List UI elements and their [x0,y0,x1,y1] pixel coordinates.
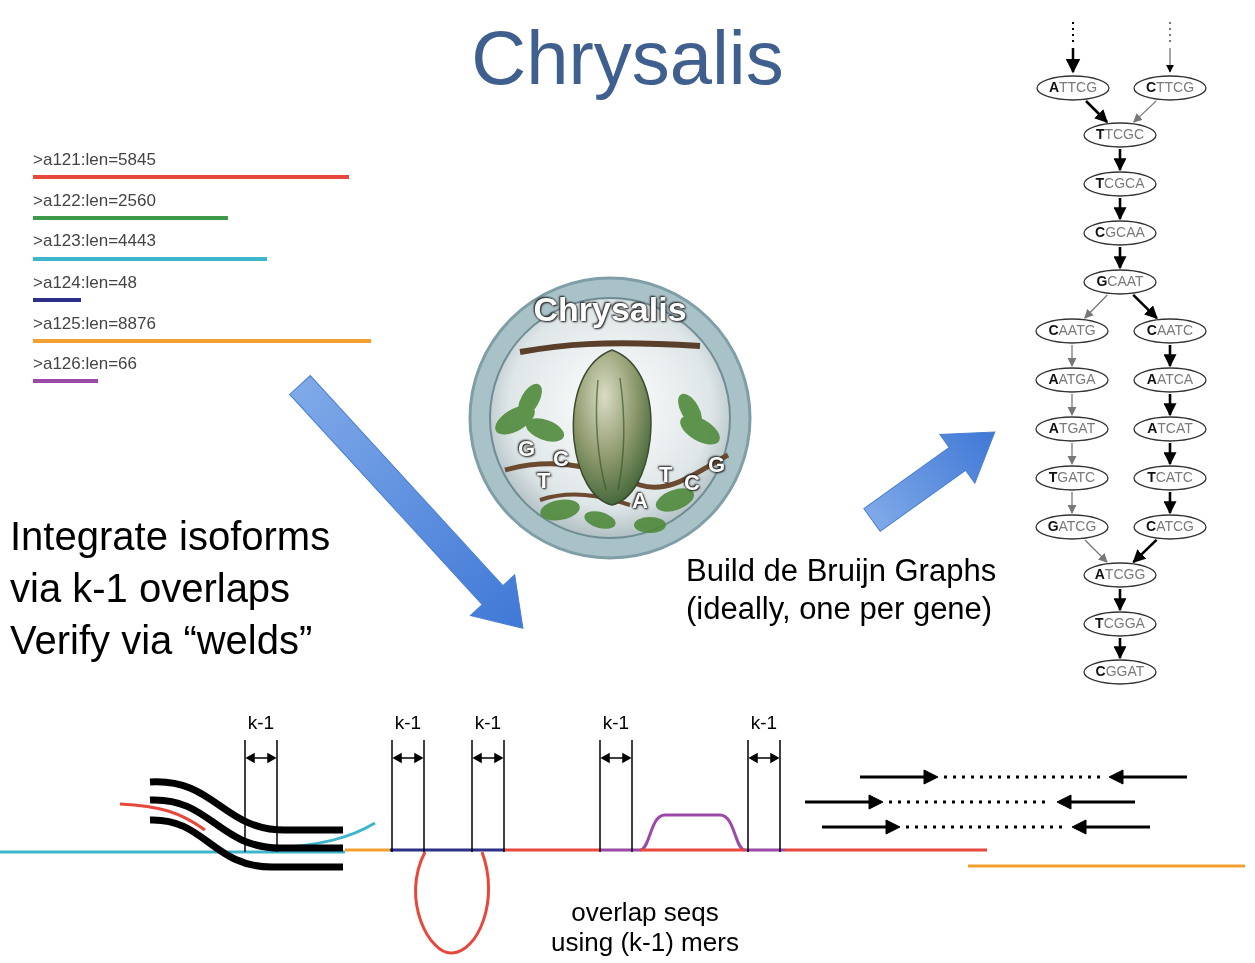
kmer-text: CAATG [1035,318,1109,342]
step-note: Integrate isoforms via k-1 overlaps [10,510,360,614]
graph-edge [1134,101,1157,122]
kmer-node: AATGA [1035,367,1109,393]
graph-edge [1119,589,1122,610]
kmer-node: ATGAT [1035,416,1109,442]
kmer-text: ATTCG [1036,75,1110,99]
contig-name: >a124:len=48 [33,273,137,293]
kmer-node: CAATC [1133,318,1207,344]
kmer-text: TGATC [1035,465,1109,489]
kmer-node: TTCGC [1083,122,1157,148]
step-note: Verify via “welds” [10,614,312,666]
kmer-text: GCAAT [1083,269,1157,293]
graph-edge [1085,295,1108,318]
kmer-text: AATCA [1133,367,1207,391]
feed-arrow [1073,22,1170,72]
logo-letter: G [708,452,725,478]
kmer-node: GATCG [1035,514,1109,540]
kmer-node: CAATG [1035,318,1109,344]
logo-letter: T [659,462,672,488]
kmer-node: GCAAT [1083,269,1157,295]
kmer-text: TTCGC [1083,122,1157,146]
kmer-node: CGGAT [1083,659,1157,685]
kmer-text: ATCGG [1083,562,1157,586]
kmer-text: AATGA [1035,367,1109,391]
step-note: Build de Bruijn Graphs (ideally, one per… [686,552,1026,628]
logo-letter: T [537,468,550,494]
graph-edge [1071,345,1072,366]
kmer-text: CAATC [1133,318,1207,342]
kmer-node: CGCAA [1083,220,1157,246]
graph-edge [1169,492,1172,513]
graph-edge [1119,149,1122,170]
chrysalis-logo [470,278,750,558]
kmer-text: ATGAT [1035,416,1109,440]
contig-name: >a126:len=66 [33,354,137,374]
kmer-node: CATCG [1133,514,1207,540]
graph-edge [1133,540,1156,562]
read-pairs [805,770,1187,834]
flow-arrow [855,408,1013,545]
graph-edge [1169,443,1172,464]
graph-edge [1071,492,1072,513]
contig-name: >a125:len=8876 [33,314,156,334]
kmer-text: CTTCG [1133,75,1207,99]
kmer-bracket [245,740,780,852]
kmer-node: TCGCA [1083,171,1157,197]
graph-edge [1169,394,1172,415]
kmer-node: ATCAT [1133,416,1207,442]
kmer-text: ATCAT [1133,416,1207,440]
graph-edge [1119,638,1122,658]
kmer-text: GATCG [1035,514,1109,538]
logo-text: Chrysalis [533,290,686,329]
kmer-node: ATCGG [1083,562,1157,588]
logo-letter: C [684,470,700,496]
graph-edge [1119,247,1122,268]
graph-edge [1085,540,1107,562]
graph-edge [1119,198,1122,219]
contig-name: >a122:len=2560 [33,191,156,211]
kmer-node: AATCA [1133,367,1207,393]
contig-lines [33,177,371,381]
contig-name: >a123:len=4443 [33,231,156,251]
kmer-length: k-1 [603,712,629,734]
logo-letter: C [553,446,569,472]
kmer-text: TCGCA [1083,171,1157,195]
graph-edge [1133,295,1157,318]
kmer-text: TCGGA [1083,611,1157,635]
kmer-text: CGGAT [1083,659,1157,683]
logo-letter: G [518,436,535,462]
kmer-text: CGCAA [1083,220,1157,244]
kmer-node: ATTCG [1036,75,1110,101]
graph-edge [1086,101,1107,122]
logo-letter: A [632,488,648,514]
graph-edge [1169,345,1172,366]
kmer-node: TGATC [1035,465,1109,491]
overlap-note: overlap seqs using (k-1) mers [540,897,750,957]
kmer-node: CTTCG [1133,75,1207,101]
kmer-length: k-1 [751,712,777,734]
kmer-text: TCATC [1133,465,1207,489]
kmer-length: k-1 [248,712,274,734]
contig-name: >a121:len=5845 [33,150,156,170]
kmer-text: CATCG [1133,514,1207,538]
kmer-node: TCATC [1133,465,1207,491]
kmer-node: TCGGA [1083,611,1157,637]
kmer-length: k-1 [395,712,421,734]
graph-edge [1071,394,1072,415]
graph-edge [1071,443,1072,464]
kmer-length: k-1 [475,712,501,734]
